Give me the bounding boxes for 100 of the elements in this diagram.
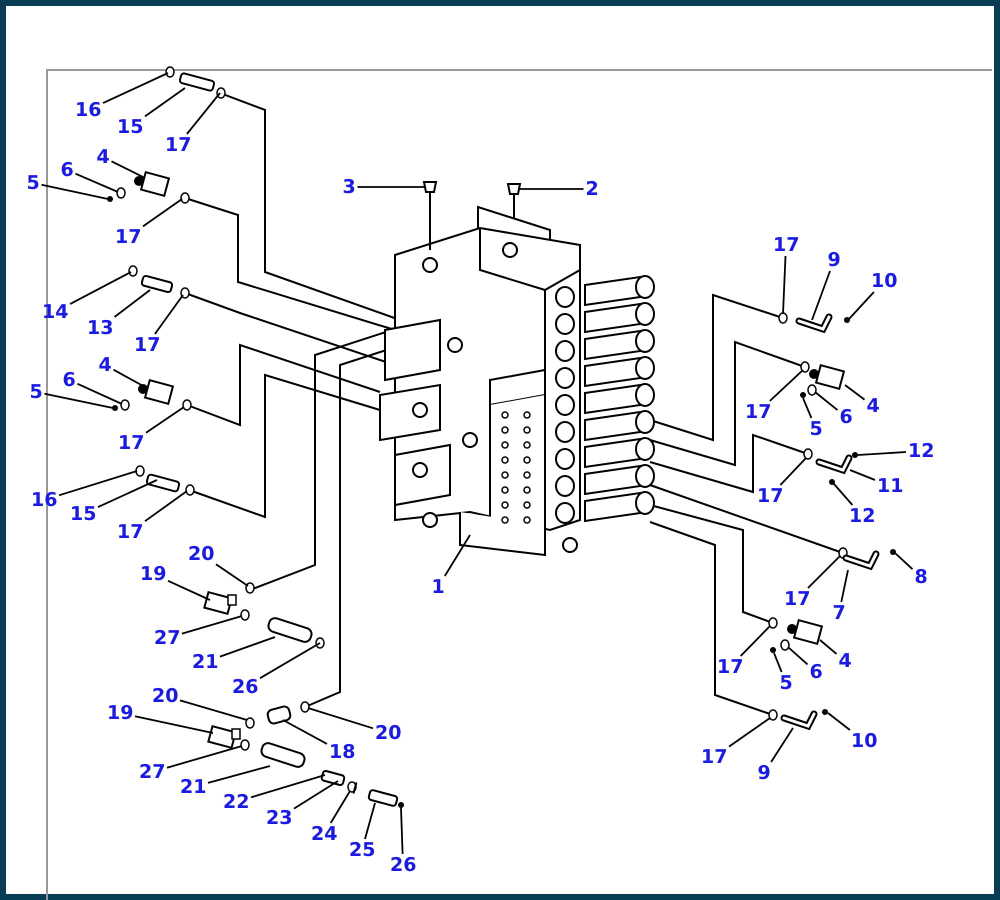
- callout-number: 15: [70, 504, 96, 524]
- leader-line: [308, 707, 374, 730]
- leader-line: [294, 780, 338, 810]
- leader-line: [787, 646, 808, 666]
- leader-line: [134, 715, 214, 734]
- callout-number: 4: [96, 147, 110, 167]
- leader-line: [520, 188, 584, 190]
- callout-number: 6: [62, 370, 76, 390]
- callout-number: 19: [107, 703, 134, 723]
- callout-number: 14: [42, 302, 68, 322]
- leader-line: [77, 382, 122, 405]
- leader-line: [782, 256, 786, 314]
- callout-number: 1: [432, 577, 445, 597]
- callout-number: 25: [349, 840, 376, 860]
- callout-number: 3: [342, 177, 356, 197]
- leader-line: [833, 483, 854, 506]
- callout-number: 21: [192, 652, 218, 672]
- leader-line: [802, 398, 812, 418]
- callout-number: 17: [118, 433, 144, 453]
- callout-number: 20: [188, 544, 214, 564]
- callout-number: 16: [31, 490, 58, 510]
- leader-line: [364, 802, 376, 840]
- leader-line: [220, 636, 276, 658]
- callout-number: 12: [849, 506, 876, 526]
- callout-number: 23: [266, 808, 292, 828]
- callout-number: 2: [586, 179, 599, 199]
- leader-line: [811, 270, 831, 320]
- leader-line: [166, 745, 242, 769]
- callout-number: 4: [98, 355, 112, 375]
- callout-number: 21: [180, 777, 206, 797]
- callout-number: 18: [329, 742, 356, 762]
- callout-number: 7: [832, 603, 846, 623]
- leader-line: [98, 479, 158, 508]
- leader-line: [44, 392, 114, 409]
- leader-line: [216, 563, 248, 587]
- callout-number: 5: [30, 382, 43, 402]
- callout-number: 19: [140, 564, 166, 584]
- callout-number: 9: [758, 763, 771, 783]
- callout-number: 17: [773, 235, 800, 255]
- callout-number: 22: [223, 792, 250, 812]
- leader-line: [58, 470, 138, 496]
- leader-line: [114, 289, 151, 318]
- callout-number: 4: [866, 396, 880, 416]
- leader-line: [858, 451, 906, 456]
- leader-line: [444, 534, 471, 576]
- leader-line: [168, 580, 210, 601]
- leader-line: [773, 652, 782, 672]
- callout-number: 16: [75, 100, 102, 120]
- leader-line: [844, 384, 866, 400]
- leader-line: [400, 808, 404, 854]
- leader-line: [330, 790, 351, 824]
- callout-number: 10: [871, 271, 898, 291]
- callout-number: 10: [851, 731, 878, 751]
- callout-number: 11: [877, 476, 904, 496]
- leader-line: [142, 198, 183, 228]
- leader-line: [740, 625, 771, 657]
- callout-number: 6: [810, 662, 823, 682]
- callout-number: 27: [139, 762, 166, 782]
- leader-line: [770, 728, 794, 762]
- leader-line: [102, 72, 168, 104]
- callout-number: 13: [87, 318, 114, 338]
- leader-line: [41, 184, 108, 200]
- callout-number: 5: [810, 419, 823, 439]
- leader-line: [827, 712, 850, 731]
- callout-number: 24: [311, 824, 338, 844]
- callout-number: 17: [701, 747, 728, 767]
- leader-line: [144, 87, 186, 118]
- callout-number: 17: [117, 522, 144, 542]
- callout-number: 20: [152, 686, 178, 706]
- callout-number: 17: [757, 486, 784, 506]
- leader-line: [208, 765, 270, 784]
- callout-number: 17: [165, 135, 192, 155]
- leader-line: [144, 490, 188, 522]
- callout-number: 6: [60, 160, 74, 180]
- callout-number: 9: [828, 250, 841, 270]
- callout-number: 8: [914, 567, 928, 587]
- leader-line: [807, 555, 841, 589]
- callout-number: 15: [117, 117, 144, 137]
- callout-number: 26: [390, 855, 416, 875]
- leader-line: [260, 642, 320, 679]
- callout-number: 17: [745, 402, 772, 422]
- leader-line: [75, 172, 118, 193]
- leader-line: [250, 774, 326, 798]
- callout-number: 20: [375, 723, 402, 743]
- callout-number: 12: [908, 441, 934, 461]
- callout-number: 4: [838, 651, 852, 671]
- callout-number: 26: [232, 677, 258, 697]
- callout-number: 17: [134, 335, 160, 355]
- leader-line: [728, 717, 771, 748]
- leader-line: [840, 570, 849, 602]
- leader-line: [111, 160, 146, 179]
- leader-line: [848, 291, 875, 320]
- leader-line: [358, 186, 424, 188]
- callout-number: 5: [780, 673, 793, 693]
- leader-line: [180, 700, 248, 721]
- leader-line: [780, 457, 807, 486]
- callout-number: 17: [717, 657, 744, 677]
- leader-line: [850, 469, 876, 481]
- leader-line: [282, 719, 328, 745]
- leader-line: [819, 639, 838, 655]
